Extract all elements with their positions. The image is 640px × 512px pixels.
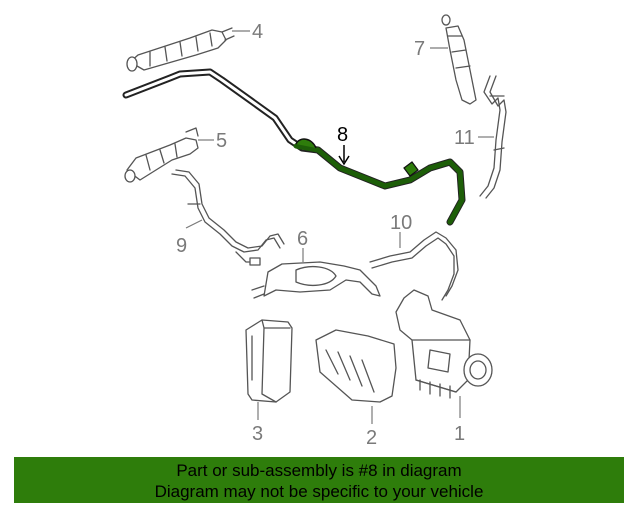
callout-8: 8 <box>337 124 348 146</box>
part-5-connector[interactable] <box>124 127 214 183</box>
part-9-harness[interactable] <box>171 169 285 266</box>
callout-10: 10 <box>390 212 412 234</box>
banner-line-2: Diagram may not be specific to your vehi… <box>154 482 484 501</box>
callout-9: 9 <box>176 235 187 257</box>
part-8-hose-assembly[interactable] <box>122 68 466 226</box>
banner-line-1: Part or sub-assembly is #8 in diagram <box>176 461 462 480</box>
part-11-bracket-line[interactable] <box>478 75 507 199</box>
part-6-valve-block[interactable] <box>251 248 381 299</box>
part-1-pump-unit[interactable] <box>395 289 493 418</box>
callout-7: 7 <box>414 38 425 60</box>
callout-1: 1 <box>454 423 465 445</box>
callout-3: 3 <box>252 423 263 445</box>
part-3-control-module[interactable] <box>245 319 293 420</box>
callout-6: 6 <box>297 228 308 250</box>
callout-11: 11 <box>454 127 475 149</box>
callout-5: 5 <box>216 130 227 152</box>
part-7-cylinder[interactable] <box>430 14 477 105</box>
part-10-wiring[interactable] <box>369 231 459 301</box>
parts-diagram: 4 5 8 7 11 9 <box>122 14 507 449</box>
part-2-tray[interactable] <box>315 329 397 424</box>
callout-4: 4 <box>252 21 263 43</box>
part-4-actuator[interactable] <box>126 27 250 72</box>
info-banner: Part or sub-assembly is #8 in diagram Di… <box>14 457 624 503</box>
callout-2: 2 <box>366 427 377 449</box>
